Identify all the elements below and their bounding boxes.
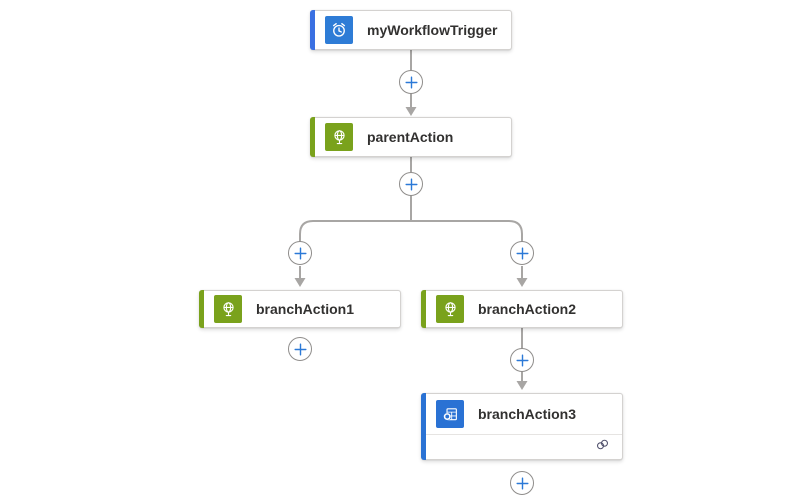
plus-icon bbox=[515, 246, 529, 260]
branch-action2-card[interactable]: branchAction2 bbox=[421, 290, 623, 328]
parent-action-card[interactable]: parentAction bbox=[310, 117, 512, 157]
trigger-accent-stripe bbox=[310, 10, 315, 50]
branch-action3-accent-stripe bbox=[421, 393, 426, 460]
arrowhead-into-branch3 bbox=[516, 381, 528, 390]
plus-icon bbox=[404, 75, 418, 89]
branch-action3-card[interactable]: branchAction3 bbox=[421, 393, 623, 460]
parent-action-label: parentAction bbox=[367, 129, 454, 145]
trigger-label: myWorkflowTrigger bbox=[367, 22, 498, 38]
branch-action3-label: branchAction3 bbox=[478, 406, 577, 423]
arrowhead-into-branch2 bbox=[516, 278, 528, 287]
branch-action1-label: branchAction1 bbox=[256, 301, 355, 317]
add-action-button-after-parent[interactable] bbox=[399, 172, 423, 196]
plus-icon bbox=[404, 177, 418, 191]
edge-split-bar bbox=[299, 220, 523, 242]
add-action-button-branch1-top[interactable] bbox=[288, 241, 312, 265]
timer-icon bbox=[325, 16, 353, 44]
branch-action1-card[interactable]: branchAction1 bbox=[199, 290, 401, 328]
connection-icon[interactable] bbox=[594, 436, 611, 458]
branch-action2-accent-stripe bbox=[421, 290, 426, 328]
add-action-button-after-trigger[interactable] bbox=[399, 70, 423, 94]
globe-icon bbox=[436, 295, 464, 323]
arrowhead-into-parent bbox=[405, 107, 417, 116]
branch-action1-accent-stripe bbox=[199, 290, 204, 328]
add-action-button-after-branch1[interactable] bbox=[288, 337, 312, 361]
add-action-button-after-branch2[interactable] bbox=[510, 348, 534, 372]
arrowhead-into-branch1 bbox=[294, 278, 306, 287]
plus-icon bbox=[293, 342, 307, 356]
parent-action-accent-stripe bbox=[310, 117, 315, 157]
branch-action3-status-row bbox=[422, 434, 622, 459]
globe-icon bbox=[325, 123, 353, 151]
branch-action2-label: branchAction2 bbox=[478, 301, 577, 317]
plus-icon bbox=[515, 476, 529, 490]
plus-icon bbox=[293, 246, 307, 260]
globe-icon bbox=[214, 295, 242, 323]
add-action-button-branch2-top[interactable] bbox=[510, 241, 534, 265]
trigger-card-my-workflow-trigger[interactable]: myWorkflowTrigger bbox=[310, 10, 512, 50]
add-action-button-after-branch3[interactable] bbox=[510, 471, 534, 495]
outlook-icon bbox=[436, 400, 464, 429]
plus-icon bbox=[515, 353, 529, 367]
